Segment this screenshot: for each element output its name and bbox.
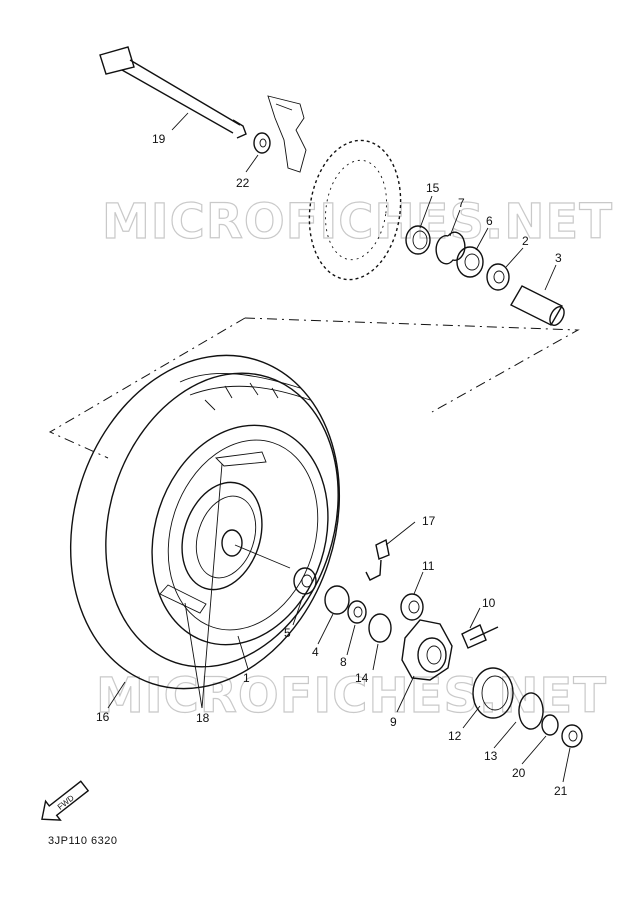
forward-arrow-icon: FWD (41, 780, 90, 821)
assembly-plane-outline-left (48, 317, 246, 459)
watermark-bottom: MICROFICHES.NET (96, 668, 607, 724)
callout-10: 10 (482, 596, 496, 610)
callout-15: 15 (426, 181, 440, 195)
callout-18: 18 (196, 711, 210, 725)
figure-code: 3JP110 6320 (48, 835, 118, 847)
bearing-11 (400, 593, 424, 621)
nut-21 (561, 724, 583, 748)
circlip-13 (518, 692, 544, 730)
callout-22: 22 (236, 176, 250, 190)
bearing-5 (293, 567, 317, 595)
callout-2: 2 (522, 234, 529, 248)
callout-5: 5 (284, 626, 291, 640)
callout-11: 11 (422, 559, 435, 573)
callout-8: 8 (340, 655, 347, 669)
circlip-8 (347, 600, 367, 624)
o-ring-14 (368, 613, 392, 643)
watermark-top: MICROFICHES.NET (102, 194, 613, 250)
air-valve-17 (365, 538, 390, 581)
washer-20 (541, 714, 559, 736)
spacer-3 (510, 285, 565, 326)
callout-9: 9 (390, 715, 397, 729)
oil-seal-15 (405, 225, 431, 255)
callout-labels: 19 22 15 7 6 2 3 17 11 10 5 4 8 14 9 12 … (96, 132, 568, 798)
oil-seal-12 (472, 667, 514, 719)
callout-17: 17 (422, 514, 436, 528)
callout-21: 21 (554, 784, 568, 798)
callout-19: 19 (152, 132, 166, 146)
callout-16: 16 (96, 710, 110, 724)
circlip-7 (435, 231, 466, 265)
callout-7: 7 (458, 196, 465, 210)
bearing-6 (456, 246, 484, 278)
callout-12: 12 (448, 729, 462, 743)
caliper-bracket (267, 95, 307, 173)
spacer-flange-4 (324, 585, 350, 615)
front-axle (99, 46, 247, 139)
bolt-10 (461, 624, 499, 649)
collar-2 (486, 263, 510, 291)
callout-3: 3 (555, 251, 562, 265)
callout-4: 4 (312, 645, 319, 659)
brake-disc (308, 139, 402, 281)
callout-20: 20 (512, 766, 526, 780)
assembly-plane-outline (244, 317, 580, 413)
tire-16 (69, 354, 341, 690)
callout-14: 14 (355, 671, 369, 685)
clutch-hub-9 (401, 619, 453, 681)
cast-wheel-1 (151, 424, 329, 646)
leader-lines (107, 112, 571, 783)
callout-13: 13 (484, 749, 498, 763)
callout-1: 1 (243, 671, 250, 685)
collar-22 (253, 132, 271, 154)
callout-6: 6 (486, 214, 493, 228)
